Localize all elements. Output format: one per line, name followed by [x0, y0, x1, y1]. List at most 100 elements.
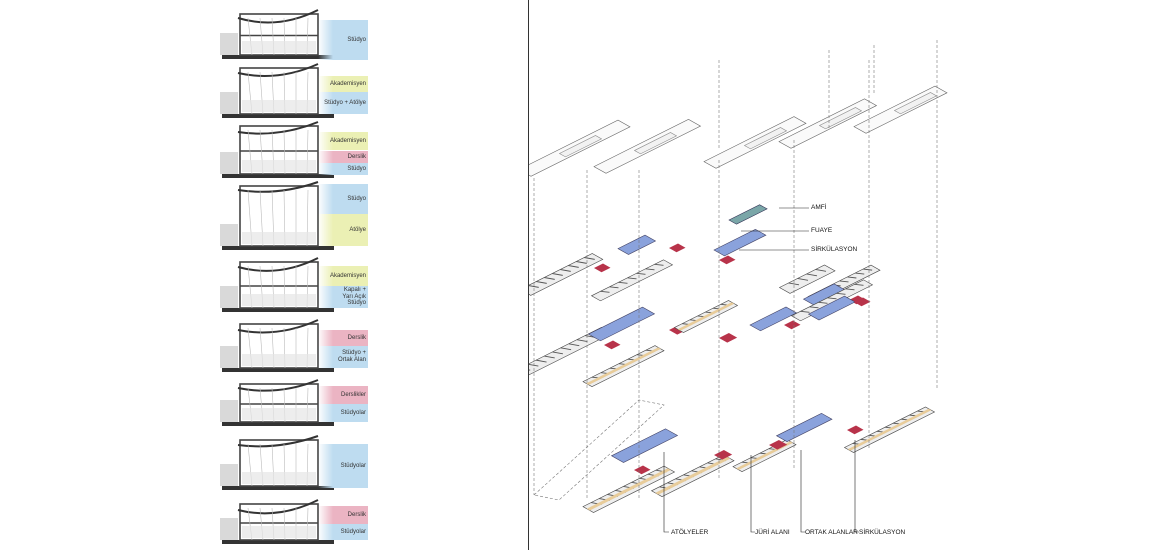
ground-slab — [222, 174, 334, 178]
band-label: Akademisyen — [318, 132, 368, 150]
partition-wall — [797, 278, 809, 281]
section-sketch — [220, 319, 334, 372]
amphi — [728, 204, 768, 225]
partition-wall — [600, 290, 610, 293]
panel-divider — [528, 0, 529, 550]
partition-wall — [627, 277, 637, 280]
band-label: Derslik — [318, 506, 368, 524]
section-sketch — [220, 499, 334, 544]
partition-wall — [863, 268, 873, 271]
neighbour-block — [220, 346, 238, 368]
neighbour-block — [220, 224, 238, 246]
interior-fill — [242, 354, 316, 366]
axonometric-drawing — [510, 40, 948, 533]
partition-wall — [552, 273, 563, 276]
partition-wall — [544, 355, 555, 359]
core-block — [714, 450, 733, 460]
partition-wall — [560, 347, 572, 351]
core-block — [769, 440, 788, 450]
partition-wall — [809, 306, 819, 309]
ground-slab — [222, 540, 334, 544]
partition-wall — [568, 343, 580, 347]
partition-wall — [576, 339, 588, 342]
neighbour-block — [220, 286, 238, 308]
partition-wall — [847, 276, 857, 279]
section-drawing: Derslik Stüdyo + Ortak Alan — [218, 318, 370, 376]
roof-curve — [237, 379, 319, 392]
core-block — [594, 263, 611, 273]
roof-skylight — [633, 132, 678, 155]
program-fill — [677, 302, 735, 331]
section-drawing: Stüdyo Atölye — [218, 180, 370, 254]
level2-wing — [790, 279, 874, 322]
band-label: Stüdyo — [318, 184, 368, 214]
band-label: Derslik — [318, 330, 368, 346]
core-block — [854, 297, 871, 307]
section-drawing: Akademisyen Stüdyo + Atölye — [218, 62, 370, 122]
leader-line — [750, 455, 755, 533]
circulation-area — [617, 234, 657, 255]
band-label: Stüdyo — [318, 20, 368, 60]
section-sketch — [220, 121, 334, 178]
roof-curve — [237, 181, 319, 193]
callout-atolyeler: ATÖLYELER — [671, 529, 709, 536]
partition-wall — [536, 281, 547, 284]
ground-slab — [222, 368, 334, 372]
projection-line — [533, 399, 665, 501]
section-sketch — [220, 181, 334, 250]
partition-wall — [584, 257, 595, 260]
band-label: Stüdyo — [318, 163, 368, 175]
interior-fill — [242, 232, 316, 244]
partition-wall — [609, 286, 619, 289]
partition-wall — [636, 272, 646, 275]
core-block — [719, 333, 738, 343]
callout-sirkulasyon: SİRKÜLASYON — [811, 246, 858, 253]
roof-skylight — [893, 92, 938, 115]
interior-fill — [242, 294, 316, 306]
partition-wall — [535, 359, 547, 363]
callout-fuaye: FUAYE — [811, 227, 833, 234]
roof-curve — [237, 257, 319, 272]
band-label: Atölye — [318, 214, 368, 246]
partition-wall — [544, 277, 555, 280]
core-block — [604, 340, 621, 350]
roof-skylight — [558, 135, 603, 158]
band-label: Derslikler — [318, 386, 368, 404]
partition-wall — [815, 269, 827, 272]
neighbour-block — [220, 400, 238, 422]
level3-wing — [778, 264, 836, 294]
interior-fill — [242, 408, 316, 420]
level3-wing — [590, 259, 674, 302]
core-block — [784, 320, 801, 330]
band-label: Stüdyo + Atölye — [318, 92, 368, 114]
circulation-area — [610, 428, 679, 463]
roof-curve — [237, 499, 319, 515]
partition-wall — [576, 261, 587, 264]
roof-curve — [237, 319, 319, 334]
section-drawing: Stüdyolar — [218, 434, 370, 494]
band-label: Stüdyolar — [318, 444, 368, 488]
program-fill — [586, 347, 661, 385]
ground-slab — [222, 55, 334, 59]
section-drawings-column: Stüdyo Akademisyen Stüdyo + Atölye Akade… — [218, 0, 370, 550]
partition-wall — [527, 363, 539, 367]
section-drawing: Derslik Stüdyolar — [218, 498, 370, 548]
partition-wall — [845, 288, 855, 291]
circulation-area — [587, 306, 656, 342]
interior-fill — [242, 41, 316, 53]
section-drawing: Akademisyen Derslik Stüdyo — [218, 120, 370, 182]
section-drawing: Derslikler Stüdyolar — [218, 378, 370, 430]
core-block — [634, 465, 651, 475]
neighbour-block — [220, 33, 238, 55]
roof-curve — [237, 9, 319, 24]
partition-wall — [552, 351, 563, 355]
band-label: Kapalı + Yarı Açık Stüdyo — [318, 286, 368, 308]
partition-wall — [528, 285, 539, 288]
partition-wall — [806, 273, 818, 277]
band-label: Derslik — [318, 151, 368, 163]
section-drawing: Akademisyen Kapalı + Yarı Açık Stüdyo — [218, 256, 370, 316]
partition-wall — [788, 282, 800, 286]
interior-fill — [242, 160, 316, 172]
partition-wall — [568, 265, 579, 268]
partition-wall — [818, 301, 828, 304]
